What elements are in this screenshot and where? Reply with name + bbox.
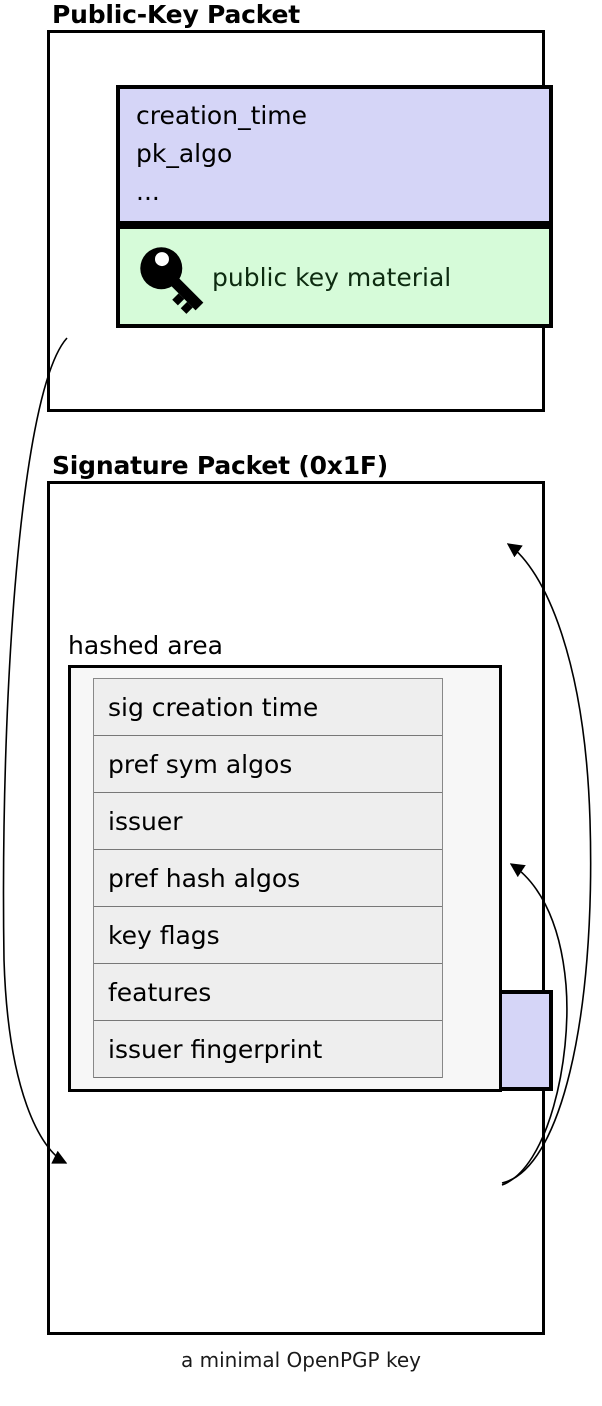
- subpacket-row: pref hash algos: [94, 850, 442, 907]
- subpacket-row: sig creation time: [94, 679, 442, 736]
- public-key-material-field: public key material: [116, 225, 553, 328]
- hashed-area-box: sig creation time pref sym algos issuer …: [68, 665, 502, 1092]
- subpacket-row: issuer: [94, 793, 442, 850]
- public-key-packet-title: Public-Key Packet: [52, 0, 301, 29]
- signature-packet-title: Signature Packet (0x1F): [52, 451, 389, 480]
- public-key-header-text: creation_time pk_algo ...: [136, 101, 308, 206]
- key-icon: [140, 247, 204, 314]
- public-key-header-field: creation_time pk_algo ...: [116, 85, 553, 225]
- subpacket-row: pref sym algos: [94, 736, 442, 793]
- subpacket-row: features: [94, 964, 442, 1021]
- hashed-area-label: hashed area: [68, 631, 223, 660]
- subpacket-table: sig creation time pref sym algos issuer …: [93, 678, 443, 1078]
- public-key-material-text: public key material: [212, 263, 452, 292]
- diagram-caption: a minimal OpenPGP key: [181, 1348, 421, 1372]
- public-key-packet-frame: creation_time pk_algo ... public key mat…: [47, 30, 553, 412]
- subpacket-row: issuer fingerprint: [94, 1021, 442, 1078]
- subpacket-row: key flags: [94, 907, 442, 964]
